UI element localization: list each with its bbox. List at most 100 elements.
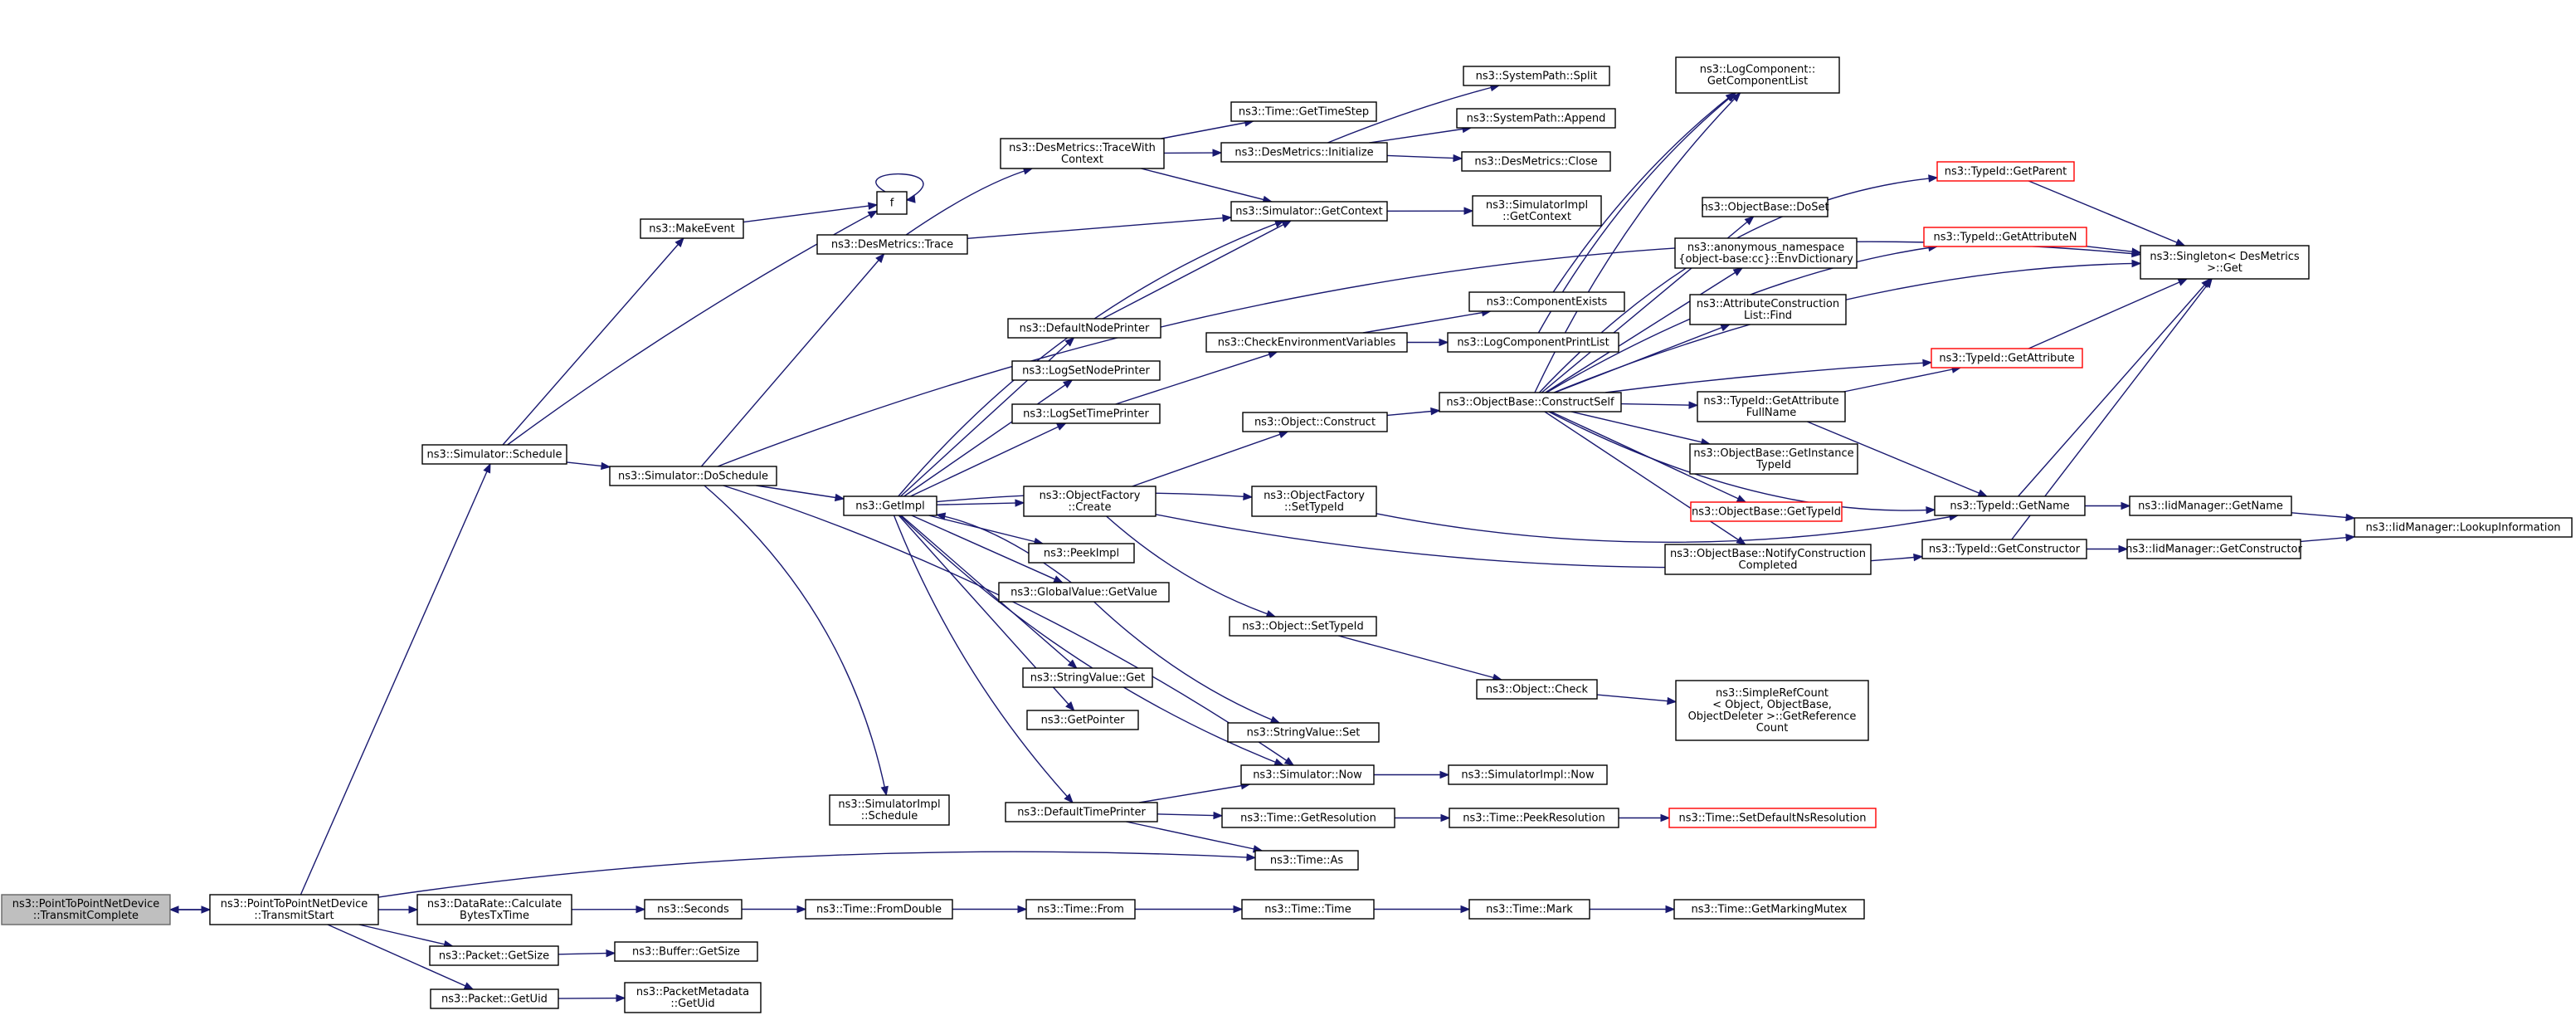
graph-node-fromdouble[interactable]: ns3::Time::FromDouble [805, 899, 953, 920]
node-box[interactable] [1697, 391, 1846, 422]
node-box[interactable] [843, 495, 937, 516]
graph-node-getname[interactable]: ns3::TypeId::GetName [1934, 495, 2086, 516]
graph-node-dmtrace[interactable]: ns3::DesMetrics::Trace [816, 234, 968, 255]
node-box[interactable] [209, 894, 379, 925]
graph-node-timeas[interactable]: ns3::Time::As [1254, 850, 1359, 871]
graph-node-timestep[interactable]: ns3::Time::GetTimeStep [1230, 101, 1377, 122]
graph-node-sched[interactable]: ns3::Simulator::Schedule [421, 444, 567, 465]
node-box[interactable] [1468, 291, 1625, 312]
graph-node-getimpl[interactable]: ns3::GetImpl [843, 495, 937, 516]
node-box[interactable] [2126, 539, 2301, 559]
node-box[interactable] [609, 466, 777, 486]
node-box[interactable] [1456, 108, 1616, 129]
graph-node-root[interactable]: ns3::PointToPointNetDevice::TransmitComp… [1, 894, 171, 925]
node-box[interactable] [416, 894, 572, 925]
node-box[interactable] [1675, 56, 1840, 94]
graph-node-logcomp[interactable]: ns3::LogComponent::GetComponentList [1675, 56, 1840, 94]
graph-node-append[interactable]: ns3::SystemPath::Append [1456, 108, 1616, 129]
node-box[interactable] [1023, 486, 1157, 517]
graph-node-seconds[interactable]: ns3::Seconds [644, 899, 743, 920]
node-box[interactable] [1230, 201, 1388, 222]
graph-node-dminit[interactable]: ns3::DesMetrics::Initialize [1220, 142, 1388, 163]
graph-node-split[interactable]: ns3::SystemPath::Split [1463, 66, 1610, 86]
node-box[interactable] [1934, 495, 2086, 516]
node-box[interactable] [1251, 486, 1377, 517]
node-box[interactable] [624, 982, 762, 1013]
node-box[interactable] [1005, 802, 1158, 822]
node-box[interactable] [1664, 544, 1872, 575]
node-box[interactable] [429, 945, 559, 966]
node-box[interactable] [1923, 227, 2087, 247]
graph-node-simimplctx[interactable]: ns3::SimulatorImpl::GetContext [1472, 195, 1602, 227]
graph-node-envdict[interactable]: ns3::anonymous_namespace{object-base:cc}… [1674, 237, 1858, 269]
node-box[interactable] [1674, 237, 1858, 269]
graph-node-f[interactable]: f [876, 191, 908, 215]
graph-node-lookup[interactable]: ns3::IidManager::LookupInformation [2354, 517, 2573, 538]
graph-node-strset[interactable]: ns3::StringValue::Set [1227, 722, 1380, 743]
node-box[interactable] [1, 894, 171, 925]
node-box[interactable] [998, 582, 1170, 603]
graph-node-getattr[interactable]: ns3::TypeId::GetAttribute [1931, 348, 2083, 369]
node-box[interactable] [1025, 899, 1136, 920]
graph-node-txstart[interactable]: ns3::PointToPointNetDevice::TransmitStar… [209, 894, 379, 925]
graph-node-makeevent[interactable]: ns3::MakeEvent [640, 218, 744, 239]
node-box[interactable] [1026, 710, 1139, 730]
node-box[interactable] [1931, 348, 2083, 369]
node-box[interactable] [1689, 443, 1858, 475]
node-box[interactable] [1673, 899, 1865, 920]
node-box[interactable] [1230, 101, 1377, 122]
graph-node-pktsize[interactable]: ns3::Packet::GetSize [429, 945, 559, 966]
graph-node-bufsize[interactable]: ns3::Buffer::GetSize [614, 941, 758, 962]
node-box[interactable] [1011, 360, 1161, 381]
node-box[interactable] [1449, 808, 1619, 828]
node-box[interactable] [1205, 332, 1408, 353]
graph-node-ofcreate[interactable]: ns3::ObjectFactory::Create [1023, 486, 1157, 517]
node-box[interactable] [1240, 764, 1375, 785]
node-box[interactable] [2140, 245, 2310, 280]
node-box[interactable] [816, 234, 968, 255]
node-box[interactable] [2129, 495, 2292, 516]
node-box[interactable] [829, 794, 950, 826]
graph-node-deftime[interactable]: ns3::DefaultTimePrinter [1005, 802, 1158, 822]
node-box[interactable] [640, 218, 744, 239]
graph-node-iidname[interactable]: ns3::IidManager::GetName [2129, 495, 2292, 516]
node-box[interactable] [1461, 151, 1611, 172]
node-box[interactable] [1220, 142, 1388, 163]
graph-node-implsched[interactable]: ns3::SimulatorImpl::Schedule [829, 794, 950, 826]
graph-node-compexists[interactable]: ns3::ComponentExists [1468, 291, 1625, 312]
node-box[interactable] [1241, 899, 1375, 920]
graph-node-getres[interactable]: ns3::Time::GetResolution [1221, 808, 1395, 828]
graph-node-dosched[interactable]: ns3::Simulator::DoSchedule [609, 466, 777, 486]
graph-node-typeparent[interactable]: ns3::TypeId::GetParent [1936, 161, 2075, 182]
node-box[interactable] [1439, 392, 1622, 412]
graph-node-logprint[interactable]: ns3::LogComponentPrintList [1447, 332, 1619, 353]
graph-node-simnow[interactable]: ns3::Simulator::Now [1240, 764, 1375, 785]
node-box[interactable] [1221, 808, 1395, 828]
node-box[interactable] [1476, 679, 1598, 700]
node-box[interactable] [1011, 403, 1161, 424]
graph-node-peekres[interactable]: ns3::Time::PeekResolution [1449, 808, 1619, 828]
node-box[interactable] [2354, 517, 2573, 538]
graph-node-peekimpl[interactable]: ns3::PeekImpl [1028, 543, 1135, 564]
node-box[interactable] [421, 444, 567, 465]
graph-node-defnode[interactable]: ns3::DefaultNodePrinter [1007, 318, 1161, 339]
node-box[interactable] [1690, 501, 1843, 522]
graph-node-attrn[interactable]: ns3::TypeId::GetAttributeN [1923, 227, 2087, 247]
node-box[interactable] [614, 941, 758, 962]
graph-node-metauid[interactable]: ns3::PacketMetadata::GetUid [624, 982, 762, 1013]
node-box[interactable] [1254, 850, 1359, 871]
graph-node-singleton[interactable]: ns3::Singleton< DesMetrics>::Get [2140, 245, 2310, 280]
node-box[interactable] [1000, 138, 1165, 169]
graph-node-implnow[interactable]: ns3::SimulatorImpl::Now [1448, 764, 1608, 785]
node-box[interactable] [1702, 197, 1829, 217]
graph-node-gvget[interactable]: ns3::GlobalValue::GetValue [998, 582, 1170, 603]
graph-node-mutex[interactable]: ns3::Time::GetMarkingMutex [1673, 899, 1865, 920]
node-box[interactable] [1921, 539, 2087, 559]
node-box[interactable] [1463, 66, 1610, 86]
graph-node-setdef[interactable]: ns3::Time::SetDefaultNsResolution [1668, 808, 1877, 828]
node-box[interactable] [1675, 680, 1869, 741]
graph-node-strget[interactable]: ns3::StringValue::Get [1022, 667, 1153, 688]
